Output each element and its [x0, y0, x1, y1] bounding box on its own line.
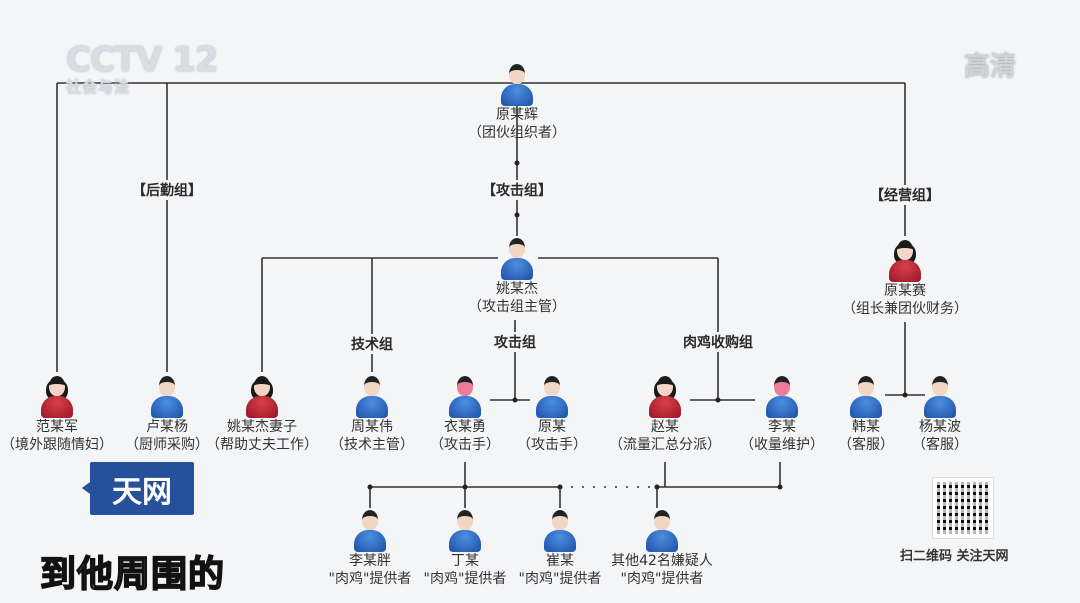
node-role: （组长兼团伙财务） — [842, 301, 968, 317]
node-name: 原某赛 — [884, 283, 926, 299]
node-role: "肉鸡"提供者 — [423, 571, 507, 587]
node-role: （客服） — [912, 437, 968, 453]
node-attack-head: 姚某杰 （攻击组主管） — [452, 236, 582, 316]
node-biz-head: 原某赛 （组长兼团伙财务） — [840, 238, 970, 318]
group-label-attack: 攻击组 — [491, 332, 539, 352]
node-provider-3: 崔某 "肉鸡"提供者 — [495, 508, 625, 588]
hd-badge: 高清 — [963, 52, 1016, 82]
person-icon — [540, 508, 580, 552]
node-yang: 杨某波 （客服） — [875, 374, 1005, 454]
person-icon — [642, 508, 682, 552]
node-name: 姚某杰妻子 — [227, 419, 297, 435]
node-name: 原某 — [538, 419, 566, 435]
node-role: （收量维护） — [740, 437, 824, 453]
node-fan: 范某军 （境外跟随情妇） — [0, 374, 122, 454]
node-name: 赵某 — [651, 419, 679, 435]
node-name: 杨某波 — [919, 419, 961, 435]
node-others: 其他42名嫌疑人 "肉鸡"提供者 — [597, 508, 727, 588]
node-role: （团伙组织者） — [468, 125, 566, 141]
node-wife: 姚某杰妻子 （帮助丈夫工作） — [197, 374, 327, 454]
group-label-zombie: 肉鸡收购组 — [680, 332, 756, 352]
person-icon — [920, 374, 960, 418]
person-icon — [497, 236, 537, 280]
node-name: 衣某勇 — [444, 419, 486, 435]
node-role: （流量汇总分派） — [609, 437, 721, 453]
qr-caption: 扫二维码 关注天网 — [900, 549, 1009, 564]
qr-code — [932, 477, 994, 539]
node-name: 李某胖 — [349, 553, 391, 569]
node-role: （攻击组主管） — [468, 299, 566, 315]
person-icon — [762, 374, 802, 418]
node-li: 李某 （收量维护） — [717, 374, 847, 454]
person-icon — [37, 374, 77, 418]
person-icon — [645, 374, 685, 418]
node-han: 韩某 （客服） — [801, 374, 931, 454]
channel-logo-text: CCTV 12 — [66, 40, 219, 80]
node-name: 其他42名嫌疑人 — [611, 553, 713, 569]
node-name: 姚某杰 — [496, 281, 538, 297]
node-name: 原某辉 — [496, 107, 538, 123]
node-yi: 衣某勇 （攻击手） — [400, 374, 530, 454]
channel-logo-sub: 社会与法 — [66, 78, 131, 96]
node-name: 韩某 — [852, 419, 880, 435]
node-role: "肉鸡"提供者 — [620, 571, 704, 587]
node-role: （攻击手） — [517, 437, 587, 453]
person-icon — [532, 374, 572, 418]
node-name: 卢某杨 — [146, 419, 188, 435]
person-icon — [352, 374, 392, 418]
node-lu: 卢某杨 （厨师采购） — [102, 374, 232, 454]
node-name: 李某 — [768, 419, 796, 435]
node-lipang: 李某胖 "肉鸡"提供者 — [305, 508, 435, 588]
node-zhao: 赵某 （流量汇总分派） — [600, 374, 730, 454]
person-icon — [147, 374, 187, 418]
node-role: （客服） — [838, 437, 894, 453]
person-icon — [445, 374, 485, 418]
node-name: 周某伟 — [351, 419, 393, 435]
person-icon — [242, 374, 282, 418]
person-icon — [497, 62, 537, 106]
group-label-logistics: 【后勤组】 — [129, 180, 205, 200]
group-label-business: 【经营组】 — [867, 185, 943, 205]
node-role: （攻击手） — [430, 437, 500, 453]
node-role: （技术主管） — [330, 437, 414, 453]
node-leader: 原某辉 （团伙组织者） — [452, 62, 582, 142]
node-name: 范某军 — [36, 419, 78, 435]
person-icon — [350, 508, 390, 552]
group-label-attack-top: 【攻击组】 — [479, 180, 555, 200]
node-name: 崔某 — [546, 553, 574, 569]
node-role: （厨师采购） — [125, 437, 209, 453]
node-provider-2: 丁某 "肉鸡"提供者 — [400, 508, 530, 588]
node-role: "肉鸡"提供者 — [518, 571, 602, 587]
node-name: 丁某 — [451, 553, 479, 569]
node-yuan: 原某 （攻击手） — [487, 374, 617, 454]
node-role: （境外跟随情妇） — [1, 437, 113, 453]
node-role: "肉鸡"提供者 — [328, 571, 412, 587]
person-icon — [846, 374, 886, 418]
program-badge: 天网 — [82, 462, 194, 515]
node-role: （帮助丈夫工作） — [206, 437, 318, 453]
group-label-tech: 技术组 — [348, 334, 396, 354]
person-icon — [885, 238, 925, 282]
person-icon — [445, 508, 485, 552]
node-zhou: 周某伟 （技术主管） — [307, 374, 437, 454]
subtitle-caption: 到他周围的 — [39, 553, 226, 596]
